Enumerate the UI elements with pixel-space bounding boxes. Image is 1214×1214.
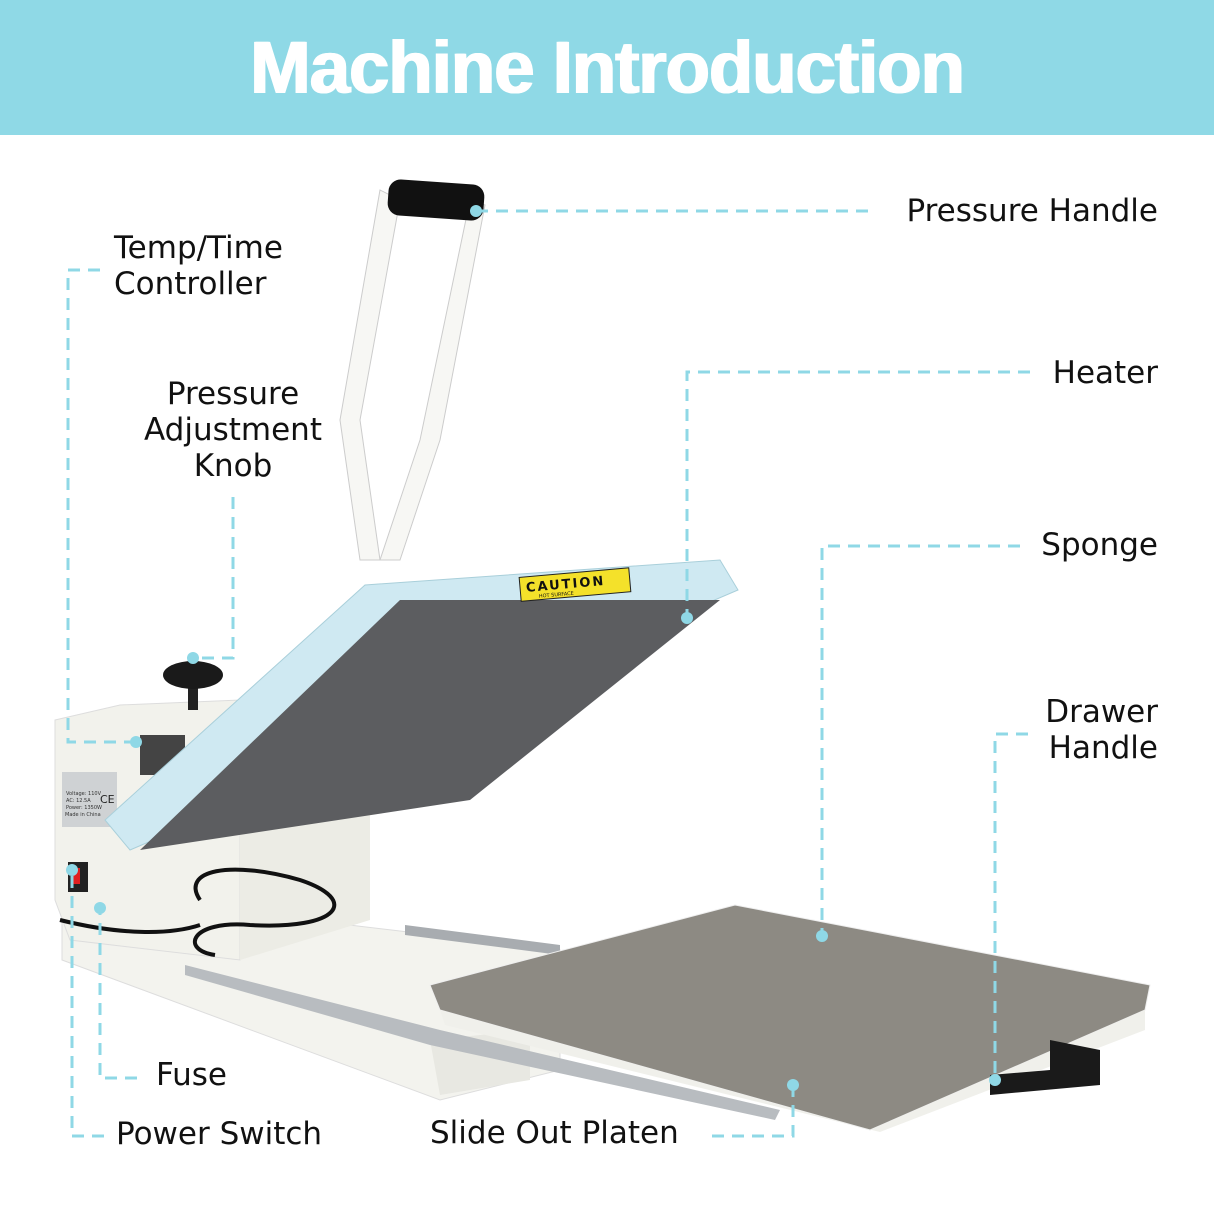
label-line: Handle <box>1048 730 1158 766</box>
rating-power: Power: 1350W <box>66 805 102 811</box>
drawer-handle[interactable] <box>990 1040 1100 1095</box>
label-line: Knob <box>193 448 273 484</box>
slide-out-platen[interactable] <box>429 904 1151 1131</box>
leader-drawer-handle <box>993 732 1028 1080</box>
rating-plate: Voltage: 110V AC: 12.5A Power: 1350W Mad… <box>62 772 117 827</box>
rating-current: AC: 12.5A <box>66 798 91 804</box>
rating-origin: Made in China <box>65 812 101 818</box>
leader-platen <box>712 1085 795 1138</box>
press-arm-right <box>379 199 486 561</box>
slide-rail-left <box>185 965 780 1120</box>
knob-stem <box>188 680 198 710</box>
label-pressure-adjustment-knob: Pressure Adjustment Knob <box>133 376 333 484</box>
pressure-adjustment-knob[interactable] <box>163 661 223 689</box>
slide-rail-right <box>405 925 560 955</box>
caution-sticker: CAUTION HOT SURFACE <box>518 567 632 602</box>
label-fuse: Fuse <box>156 1057 228 1093</box>
hot-surface-text: HOT SURFACE <box>539 591 574 600</box>
page-title: Machine Introduction <box>250 26 965 109</box>
label-line: Controller <box>114 266 267 302</box>
pressure-handle-grip[interactable] <box>387 179 485 222</box>
label-pressure-handle: Pressure Handle <box>906 193 1158 229</box>
leader-power-switch <box>70 870 104 1138</box>
label-temp-time-controller: Temp/Time Controller <box>114 230 283 302</box>
label-line: Temp/Time <box>114 230 283 266</box>
leader-knob <box>193 497 235 660</box>
heater-plate <box>140 600 720 850</box>
ce-mark: CE <box>100 793 115 806</box>
label-line: Adjustment <box>144 412 322 448</box>
rating-voltage: Voltage: 110V <box>66 791 102 797</box>
label-line: Drawer <box>1045 694 1158 730</box>
label-line: Pressure <box>166 376 300 412</box>
leader-temp-time <box>66 268 136 744</box>
leader-heater <box>685 370 1030 618</box>
label-sponge: Sponge <box>1041 527 1158 563</box>
label-heater: Heater <box>1052 355 1158 391</box>
caution-text: CAUTION <box>525 574 605 596</box>
leader-lines <box>66 209 1030 1138</box>
power-cord <box>59 867 337 957</box>
title-banner: Machine Introduction <box>0 0 1214 135</box>
power-switch-rocker <box>72 868 80 884</box>
leader-sponge <box>820 544 1020 936</box>
label-slide-out-platen: Slide Out Platen <box>430 1115 679 1151</box>
leader-fuse <box>98 908 137 1080</box>
label-drawer-handle: Drawer Handle <box>1045 694 1158 766</box>
press-arm <box>339 189 401 561</box>
label-power-switch: Power Switch <box>116 1116 323 1152</box>
leader-dots <box>66 205 1001 1091</box>
